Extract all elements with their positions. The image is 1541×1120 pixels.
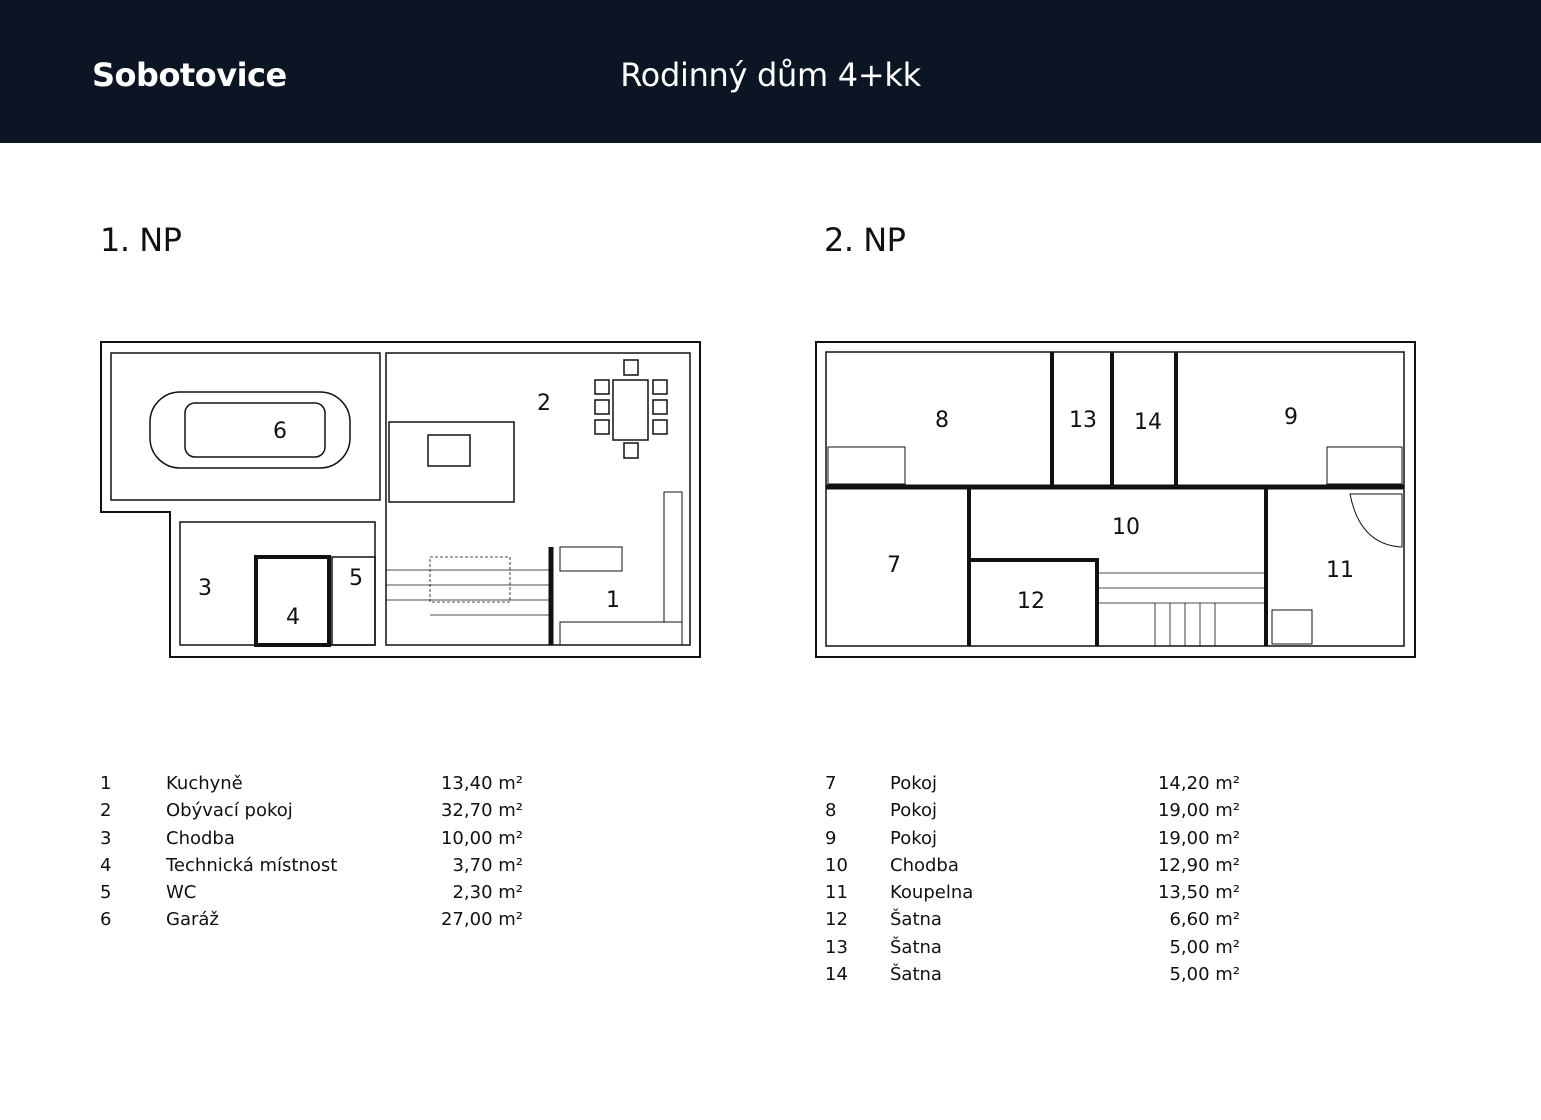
room-label-3: 3 <box>198 576 212 601</box>
room-label-8: 8 <box>935 408 949 433</box>
room-label-2: 2 <box>537 391 551 416</box>
floor-1-title: 1. NP <box>100 221 182 259</box>
room-label-12: 12 <box>1017 589 1045 614</box>
kitchen-counter-icon <box>559 491 683 646</box>
room-label-9: 9 <box>1284 405 1298 430</box>
room-label-4: 4 <box>286 605 300 630</box>
stairs-icon <box>386 556 551 616</box>
floor-plans: 1 2 3 4 5 6 7 8 9 <box>100 341 1416 658</box>
room-label-11: 11 <box>1326 558 1354 583</box>
room-label-13: 13 <box>1069 408 1097 433</box>
room-label-10: 10 <box>1112 515 1140 540</box>
room-label-14: 14 <box>1134 410 1162 435</box>
room-label-1: 1 <box>606 588 620 613</box>
floor-2-plan: 7 8 9 10 11 12 13 14 <box>815 341 1416 658</box>
dining-table-icon <box>594 359 668 459</box>
floor-2-title: 2. NP <box>824 221 906 259</box>
car-icon <box>149 391 351 469</box>
sofa-icon <box>388 421 515 503</box>
floor-1-plan: 1 2 3 4 5 6 <box>100 341 701 658</box>
room-label-6: 6 <box>273 419 287 444</box>
header: Sobotovice Rodinný dům 4+kk <box>0 0 1541 143</box>
page-title: Rodinný dům 4+kk <box>620 56 921 94</box>
room-label-7: 7 <box>887 553 901 578</box>
stairs-icon <box>1097 572 1266 646</box>
room-label-5: 5 <box>349 566 363 591</box>
bathtub-icon <box>1271 493 1403 645</box>
brand-name: Sobotovice <box>92 56 287 94</box>
bed-icon <box>827 446 1403 485</box>
